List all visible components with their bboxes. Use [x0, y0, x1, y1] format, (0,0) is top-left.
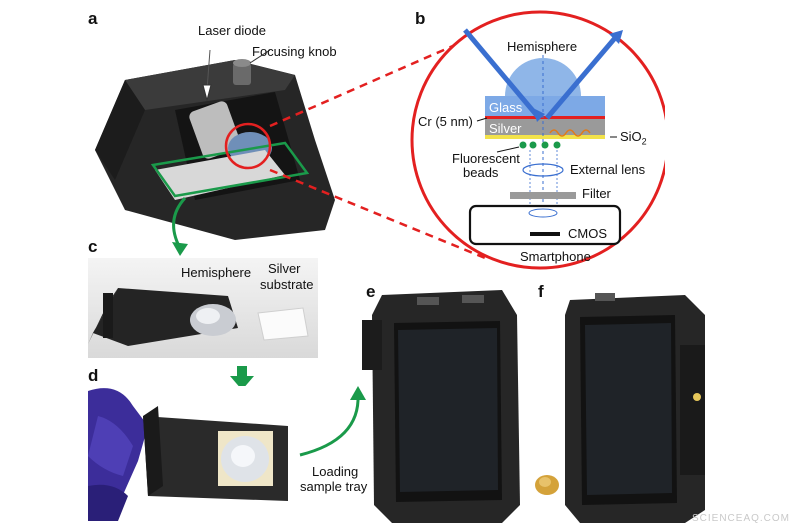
- label-loading-line2: sample tray: [300, 479, 368, 494]
- label-hemisphere-b: Hemisphere: [507, 39, 578, 54]
- watermark: SCIENCEAQ.COM: [691, 513, 790, 524]
- smartphone-device-front-photo: [352, 285, 532, 525]
- sio2-subscript: 2: [641, 136, 647, 147]
- label-hemisphere-c: Hemisphere: [181, 265, 252, 280]
- label-silver-line1: Silver: [268, 261, 301, 276]
- optical-schematic: [410, 10, 665, 270]
- label-cr-layer: Cr (5 nm): [418, 114, 473, 129]
- label-fluorescent: Fluorescent: [452, 151, 520, 166]
- panel-label-f: f: [538, 282, 544, 301]
- label-loading-line1: Loading: [312, 464, 359, 479]
- smartphone-device-side-photo: [525, 285, 725, 525]
- sample-tray-illustration: [88, 288, 309, 346]
- label-glass: Glass: [489, 100, 523, 115]
- panel-label-a: a: [88, 9, 98, 28]
- label-focusing-knob: Focusing knob: [252, 44, 337, 59]
- label-silver: Silver: [489, 121, 522, 136]
- device-render-illustration: [95, 49, 335, 240]
- label-cmos: CMOS: [568, 226, 607, 241]
- smartphone-side-illustration: [535, 293, 705, 523]
- label-silver-line2: substrate: [260, 277, 314, 292]
- label-external-lens: External lens: [570, 162, 646, 177]
- sio2-text: SiO: [620, 129, 642, 144]
- panel-label-d: d: [88, 366, 99, 385]
- loading-tray-photo: [88, 386, 293, 521]
- loading-tray-illustration: [88, 388, 288, 521]
- label-smartphone: Smartphone: [520, 249, 591, 264]
- sample-tray-photo: [88, 258, 318, 358]
- panel-label-e: e: [366, 282, 376, 301]
- panel-label-c: c: [88, 237, 98, 256]
- label-beads: beads: [463, 165, 499, 180]
- label-laser-diode: Laser diode: [198, 23, 266, 38]
- smartphone-front-illustration: [362, 290, 520, 523]
- label-sio2: SiO2: [620, 130, 647, 147]
- panel-label-b: b: [415, 9, 426, 28]
- label-filter: Filter: [582, 186, 611, 201]
